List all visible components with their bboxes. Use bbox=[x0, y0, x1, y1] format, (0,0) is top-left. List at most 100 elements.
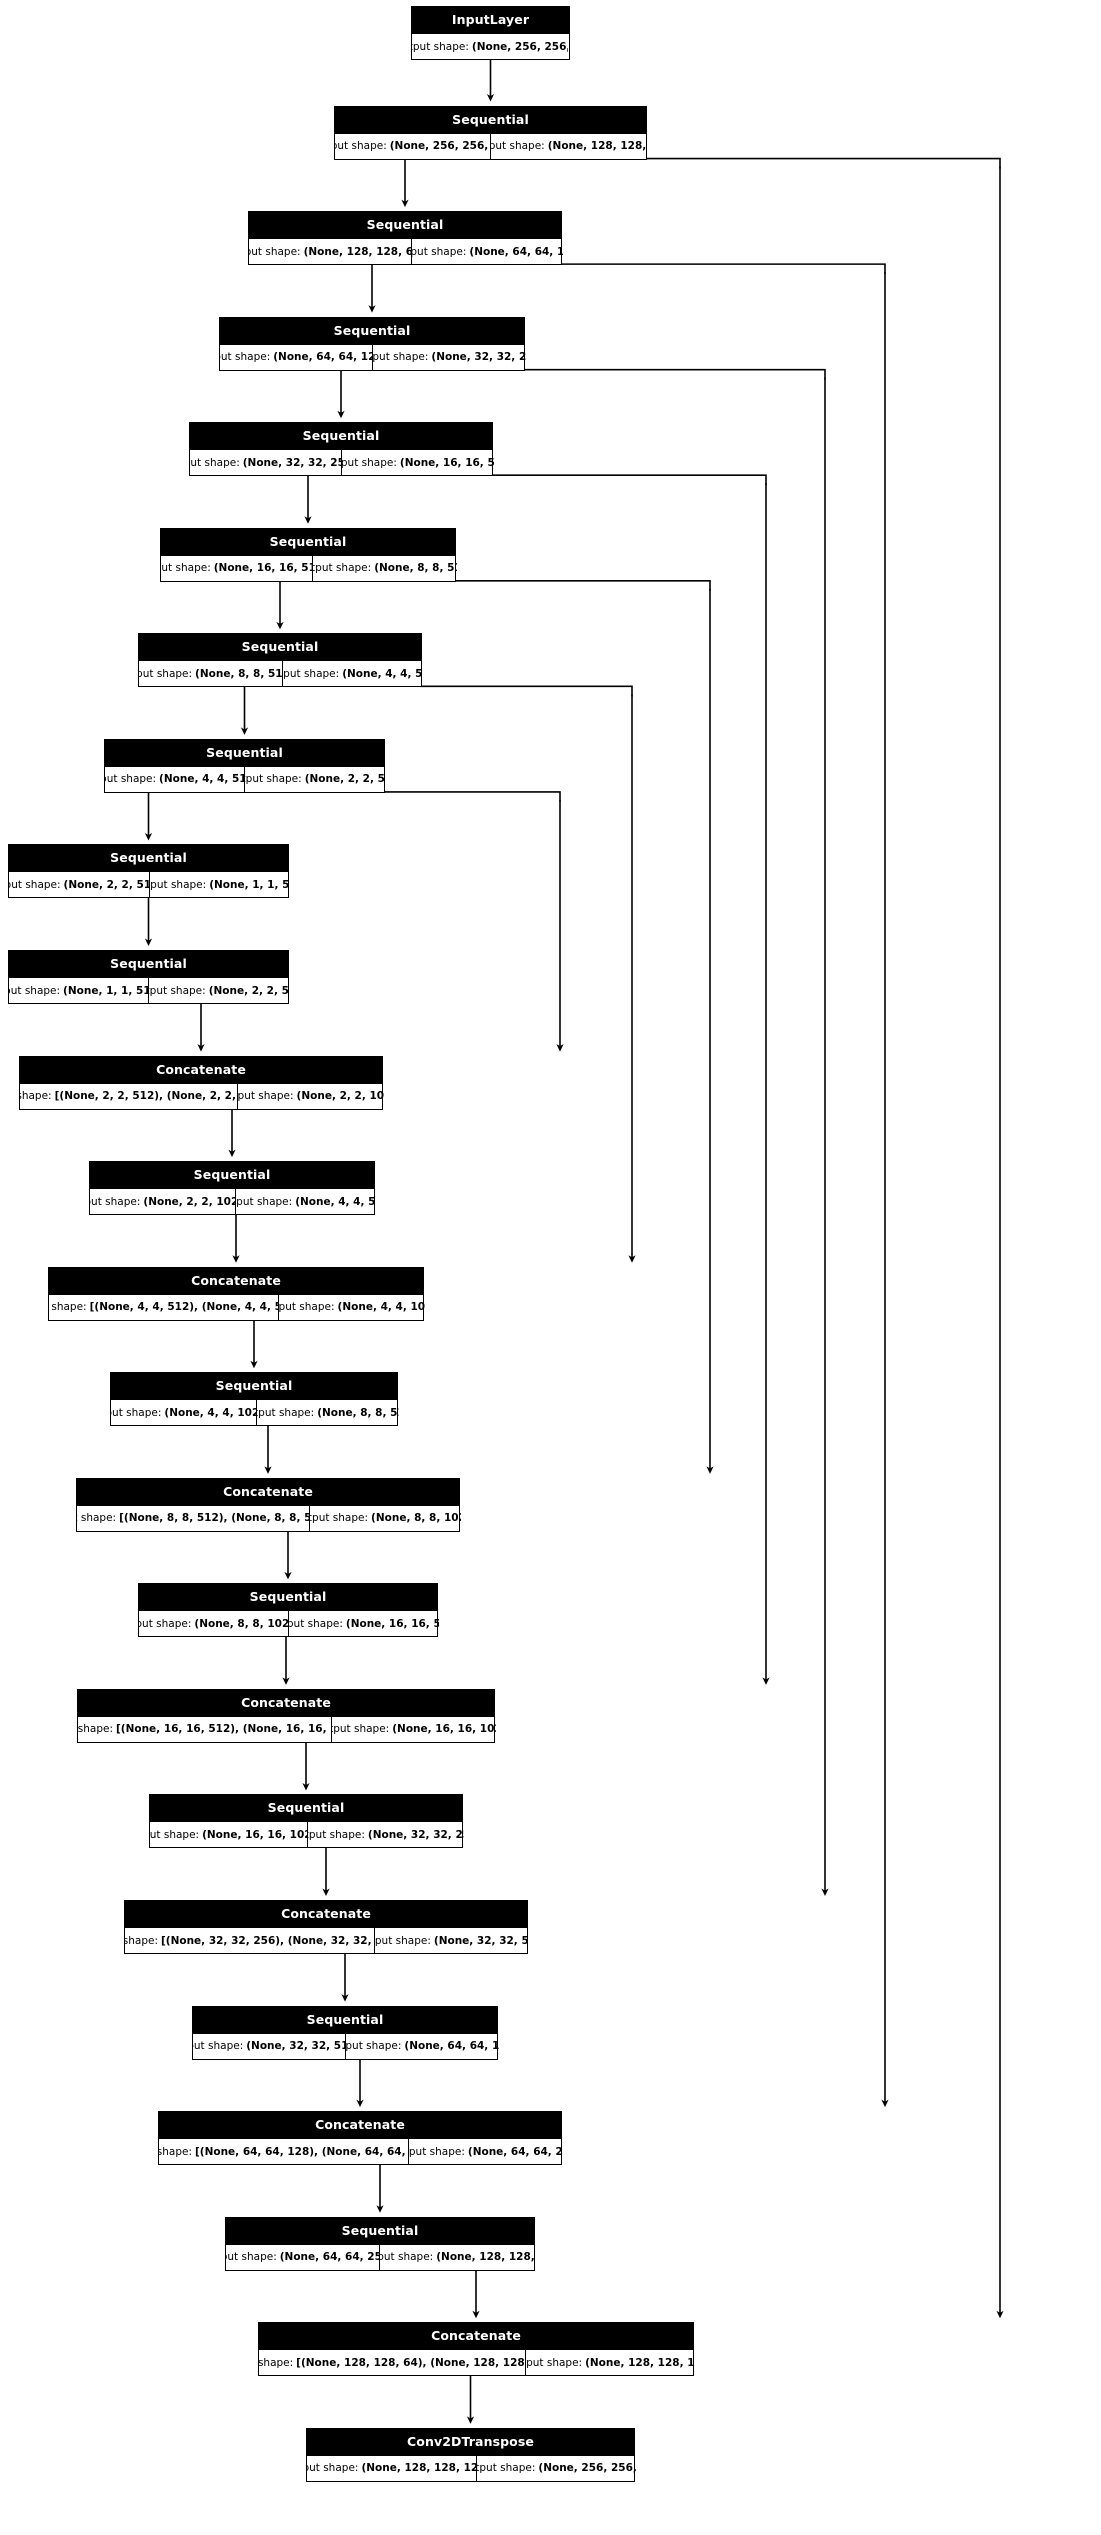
output-shape-cell: Output shape:(None, 128, 128, 128) bbox=[526, 2350, 695, 2375]
layer-node-sequential[interactable]: SequentialInput shape:(None, 8, 8, 1024)… bbox=[138, 1583, 439, 1638]
layer-node-concatenate[interactable]: ConcatenateInput shape:[(None, 128, 128,… bbox=[258, 2322, 695, 2377]
layer-node-sequential[interactable]: SequentialInput shape:(None, 1, 1, 512)O… bbox=[8, 950, 290, 1005]
layer-type-label: Sequential bbox=[190, 423, 492, 450]
input-shape-value: (None, 256, 256, 3) bbox=[389, 140, 490, 153]
input-shape-value: [(None, 32, 32, 256), (None, 32, 32, 256… bbox=[160, 1934, 374, 1947]
layer-node-concatenate[interactable]: ConcatenateInput shape:[(None, 64, 64, 1… bbox=[158, 2111, 563, 2166]
skip-edge-stub bbox=[383, 791, 561, 802]
layer-node-concatenate[interactable]: ConcatenateInput shape:[(None, 4, 4, 512… bbox=[48, 1266, 425, 1321]
layer-shape-row: Input shape:[(None, 32, 32, 256), (None,… bbox=[125, 1927, 529, 1954]
layer-node-concatenate[interactable]: ConcatenateInput shape:[(None, 2, 2, 512… bbox=[19, 1055, 384, 1110]
input-shape-cell: Input shape:(None, 4, 4, 512) bbox=[105, 766, 245, 792]
output-shape-label: Output shape: bbox=[526, 2356, 583, 2369]
input-shape-value: (None, 32, 32, 256) bbox=[242, 456, 341, 469]
output-shape-label: Output shape: bbox=[409, 2145, 465, 2158]
input-shape-label: Input shape: bbox=[125, 1934, 158, 1947]
layer-shape-row: Input shape:[(None, 128, 128, 64), (None… bbox=[259, 2349, 695, 2376]
layer-type-label: Sequential bbox=[9, 845, 288, 872]
layer-type-label: InputLayer bbox=[412, 7, 569, 34]
skip-edge-stub bbox=[491, 474, 767, 486]
layer-type-label: Conv2DTranspose bbox=[307, 2428, 634, 2455]
layer-type-label: Sequential bbox=[249, 212, 561, 239]
input-shape-cell: Input shape:(None, 64, 64, 128) bbox=[220, 344, 373, 370]
layer-node-concatenate[interactable]: ConcatenateInput shape:[(None, 16, 16, 5… bbox=[77, 1688, 496, 1743]
layer-shape-row: Input shape:(None, 2, 2, 1024)Output sha… bbox=[90, 1188, 376, 1215]
input-shape-label: Input shape: bbox=[49, 1301, 87, 1314]
input-shape-value: (None, 8, 8, 512) bbox=[195, 667, 283, 680]
input-shape-value: [(None, 2, 2, 512), (None, 2, 2, 512)] bbox=[54, 1090, 237, 1103]
output-shape-cell: Output shape:(None, 256, 256, 3) bbox=[477, 2456, 636, 2481]
input-shape-value: (None, 16, 16, 512) bbox=[213, 562, 312, 575]
layer-type-label: Concatenate bbox=[125, 1901, 527, 1928]
layer-node-inputlayer[interactable]: InputLayerOutput shape:(None, 256, 256, … bbox=[411, 6, 570, 61]
input-shape-value: (None, 32, 32, 512) bbox=[246, 2040, 345, 2053]
layer-node-sequential[interactable]: SequentialInput shape:(None, 256, 256, 3… bbox=[334, 105, 648, 160]
output-shape-cell: Output shape:(None, 2, 2, 1024) bbox=[238, 1084, 384, 1109]
output-shape-value: (None, 64, 64, 128) bbox=[469, 245, 563, 258]
layer-shape-row: Output shape:(None, 256, 256, 3) bbox=[412, 33, 569, 60]
output-shape-cell: Output shape:(None, 16, 16, 512) bbox=[289, 1611, 439, 1636]
output-shape-value: (None, 128, 128, 64) bbox=[436, 2251, 536, 2264]
layer-node-sequential[interactable]: SequentialInput shape:(None, 64, 64, 256… bbox=[225, 2216, 536, 2271]
input-shape-cell: Input shape:[(None, 32, 32, 256), (None,… bbox=[125, 1928, 375, 1954]
output-shape-cell: Output shape:(None, 8, 8, 512) bbox=[257, 1400, 399, 1425]
output-shape-value: (None, 1, 1, 512) bbox=[209, 878, 290, 891]
layer-shape-row: Input shape:[(None, 8, 8, 512), (None, 8… bbox=[77, 1504, 461, 1531]
output-shape-value: (None, 4, 4, 1024) bbox=[337, 1301, 425, 1314]
layer-node-sequential[interactable]: SequentialInput shape:(None, 4, 4, 1024)… bbox=[110, 1372, 399, 1427]
output-shape-label: Output shape: bbox=[375, 1934, 431, 1947]
layer-node-sequential[interactable]: SequentialInput shape:(None, 4, 4, 512)O… bbox=[104, 738, 386, 793]
layer-node-sequential[interactable]: SequentialInput shape:(None, 8, 8, 512)O… bbox=[138, 633, 423, 688]
output-shape-label: Output shape: bbox=[238, 1090, 294, 1103]
output-shape-cell: Output shape:(None, 32, 32, 256) bbox=[373, 345, 526, 370]
output-shape-value: (None, 128, 128, 64) bbox=[547, 140, 648, 153]
input-shape-cell: Input shape:[(None, 128, 128, 64), (None… bbox=[259, 2350, 526, 2376]
layer-shape-row: Input shape:(None, 4, 4, 512)Output shap… bbox=[105, 765, 386, 792]
input-shape-value: (None, 4, 4, 512) bbox=[159, 773, 244, 786]
input-shape-cell: Input shape:(None, 1, 1, 512) bbox=[9, 978, 149, 1004]
input-shape-label: Input shape: bbox=[161, 562, 211, 575]
output-shape-label: Output shape: bbox=[289, 1617, 343, 1630]
layer-shape-row: Input shape:(None, 8, 8, 512)Output shap… bbox=[139, 660, 423, 687]
input-shape-label: Input shape: bbox=[226, 2251, 277, 2264]
layer-shape-row: Input shape:(None, 1, 1, 512)Output shap… bbox=[9, 977, 290, 1004]
input-shape-cell: Input shape:(None, 32, 32, 256) bbox=[190, 450, 342, 476]
layer-node-sequential[interactable]: SequentialInput shape:(None, 32, 32, 256… bbox=[189, 422, 494, 477]
layer-type-label: Sequential bbox=[161, 528, 455, 555]
output-shape-cell: Output shape:(None, 64, 64, 128) bbox=[346, 2034, 499, 2059]
input-shape-value: (None, 4, 4, 1024) bbox=[164, 1406, 256, 1419]
layer-type-label: Concatenate bbox=[49, 1267, 423, 1294]
layer-node-sequential[interactable]: SequentialInput shape:(None, 64, 64, 128… bbox=[219, 316, 526, 371]
output-shape-label: Output shape: bbox=[257, 1406, 315, 1419]
output-shape-value: (None, 4, 4, 512) bbox=[295, 1195, 376, 1208]
layer-shape-row: Input shape:(None, 256, 256, 3)Output sh… bbox=[335, 132, 648, 159]
output-shape-label: Output shape: bbox=[346, 2040, 402, 2053]
layer-node-sequential[interactable]: SequentialInput shape:(None, 16, 16, 102… bbox=[149, 1794, 464, 1849]
input-shape-value: (None, 64, 64, 256) bbox=[279, 2251, 379, 2264]
layer-shape-row: Input shape:(None, 128, 128, 128)Output … bbox=[307, 2454, 636, 2481]
layer-node-sequential[interactable]: SequentialInput shape:(None, 128, 128, 6… bbox=[248, 211, 563, 266]
output-shape-cell: Output shape:(None, 64, 64, 128) bbox=[412, 239, 563, 264]
input-shape-cell: Input shape:[(None, 16, 16, 512), (None,… bbox=[78, 1716, 332, 1742]
input-shape-value: (None, 1, 1, 512) bbox=[63, 984, 148, 997]
input-shape-cell: Input shape:(None, 128, 128, 64) bbox=[249, 239, 412, 265]
layer-node-sequential[interactable]: SequentialInput shape:(None, 32, 32, 512… bbox=[192, 2005, 499, 2060]
input-shape-label: Input shape: bbox=[259, 2356, 294, 2369]
output-shape-cell: Output shape:(None, 4, 4, 512) bbox=[283, 661, 423, 686]
input-shape-label: Input shape: bbox=[105, 773, 157, 786]
output-shape-cell: Output shape:(None, 2, 2, 512) bbox=[245, 767, 386, 792]
layer-node-concatenate[interactable]: ConcatenateInput shape:[(None, 8, 8, 512… bbox=[76, 1477, 461, 1532]
input-shape-label: Input shape: bbox=[139, 1617, 192, 1630]
layer-type-label: Sequential bbox=[139, 634, 421, 661]
output-shape-label: Output shape: bbox=[313, 562, 372, 575]
layer-node-sequential[interactable]: SequentialInput shape:(None, 2, 2, 512)O… bbox=[8, 844, 290, 899]
layer-node-sequential[interactable]: SequentialInput shape:(None, 16, 16, 512… bbox=[160, 527, 457, 582]
layer-node-concatenate[interactable]: ConcatenateInput shape:[(None, 32, 32, 2… bbox=[124, 1900, 529, 1955]
layer-node-conv2dtranspose[interactable]: Conv2DTransposeInput shape:(None, 128, 1… bbox=[306, 2427, 636, 2482]
layer-type-label: Concatenate bbox=[20, 1056, 382, 1083]
output-shape-value: (None, 256, 256, 3) bbox=[471, 40, 568, 53]
input-shape-cell: Input shape:(None, 8, 8, 512) bbox=[139, 661, 283, 687]
layer-node-sequential[interactable]: SequentialInput shape:(None, 2, 2, 1024)… bbox=[89, 1161, 376, 1216]
output-shape-label: Output shape: bbox=[150, 878, 207, 891]
